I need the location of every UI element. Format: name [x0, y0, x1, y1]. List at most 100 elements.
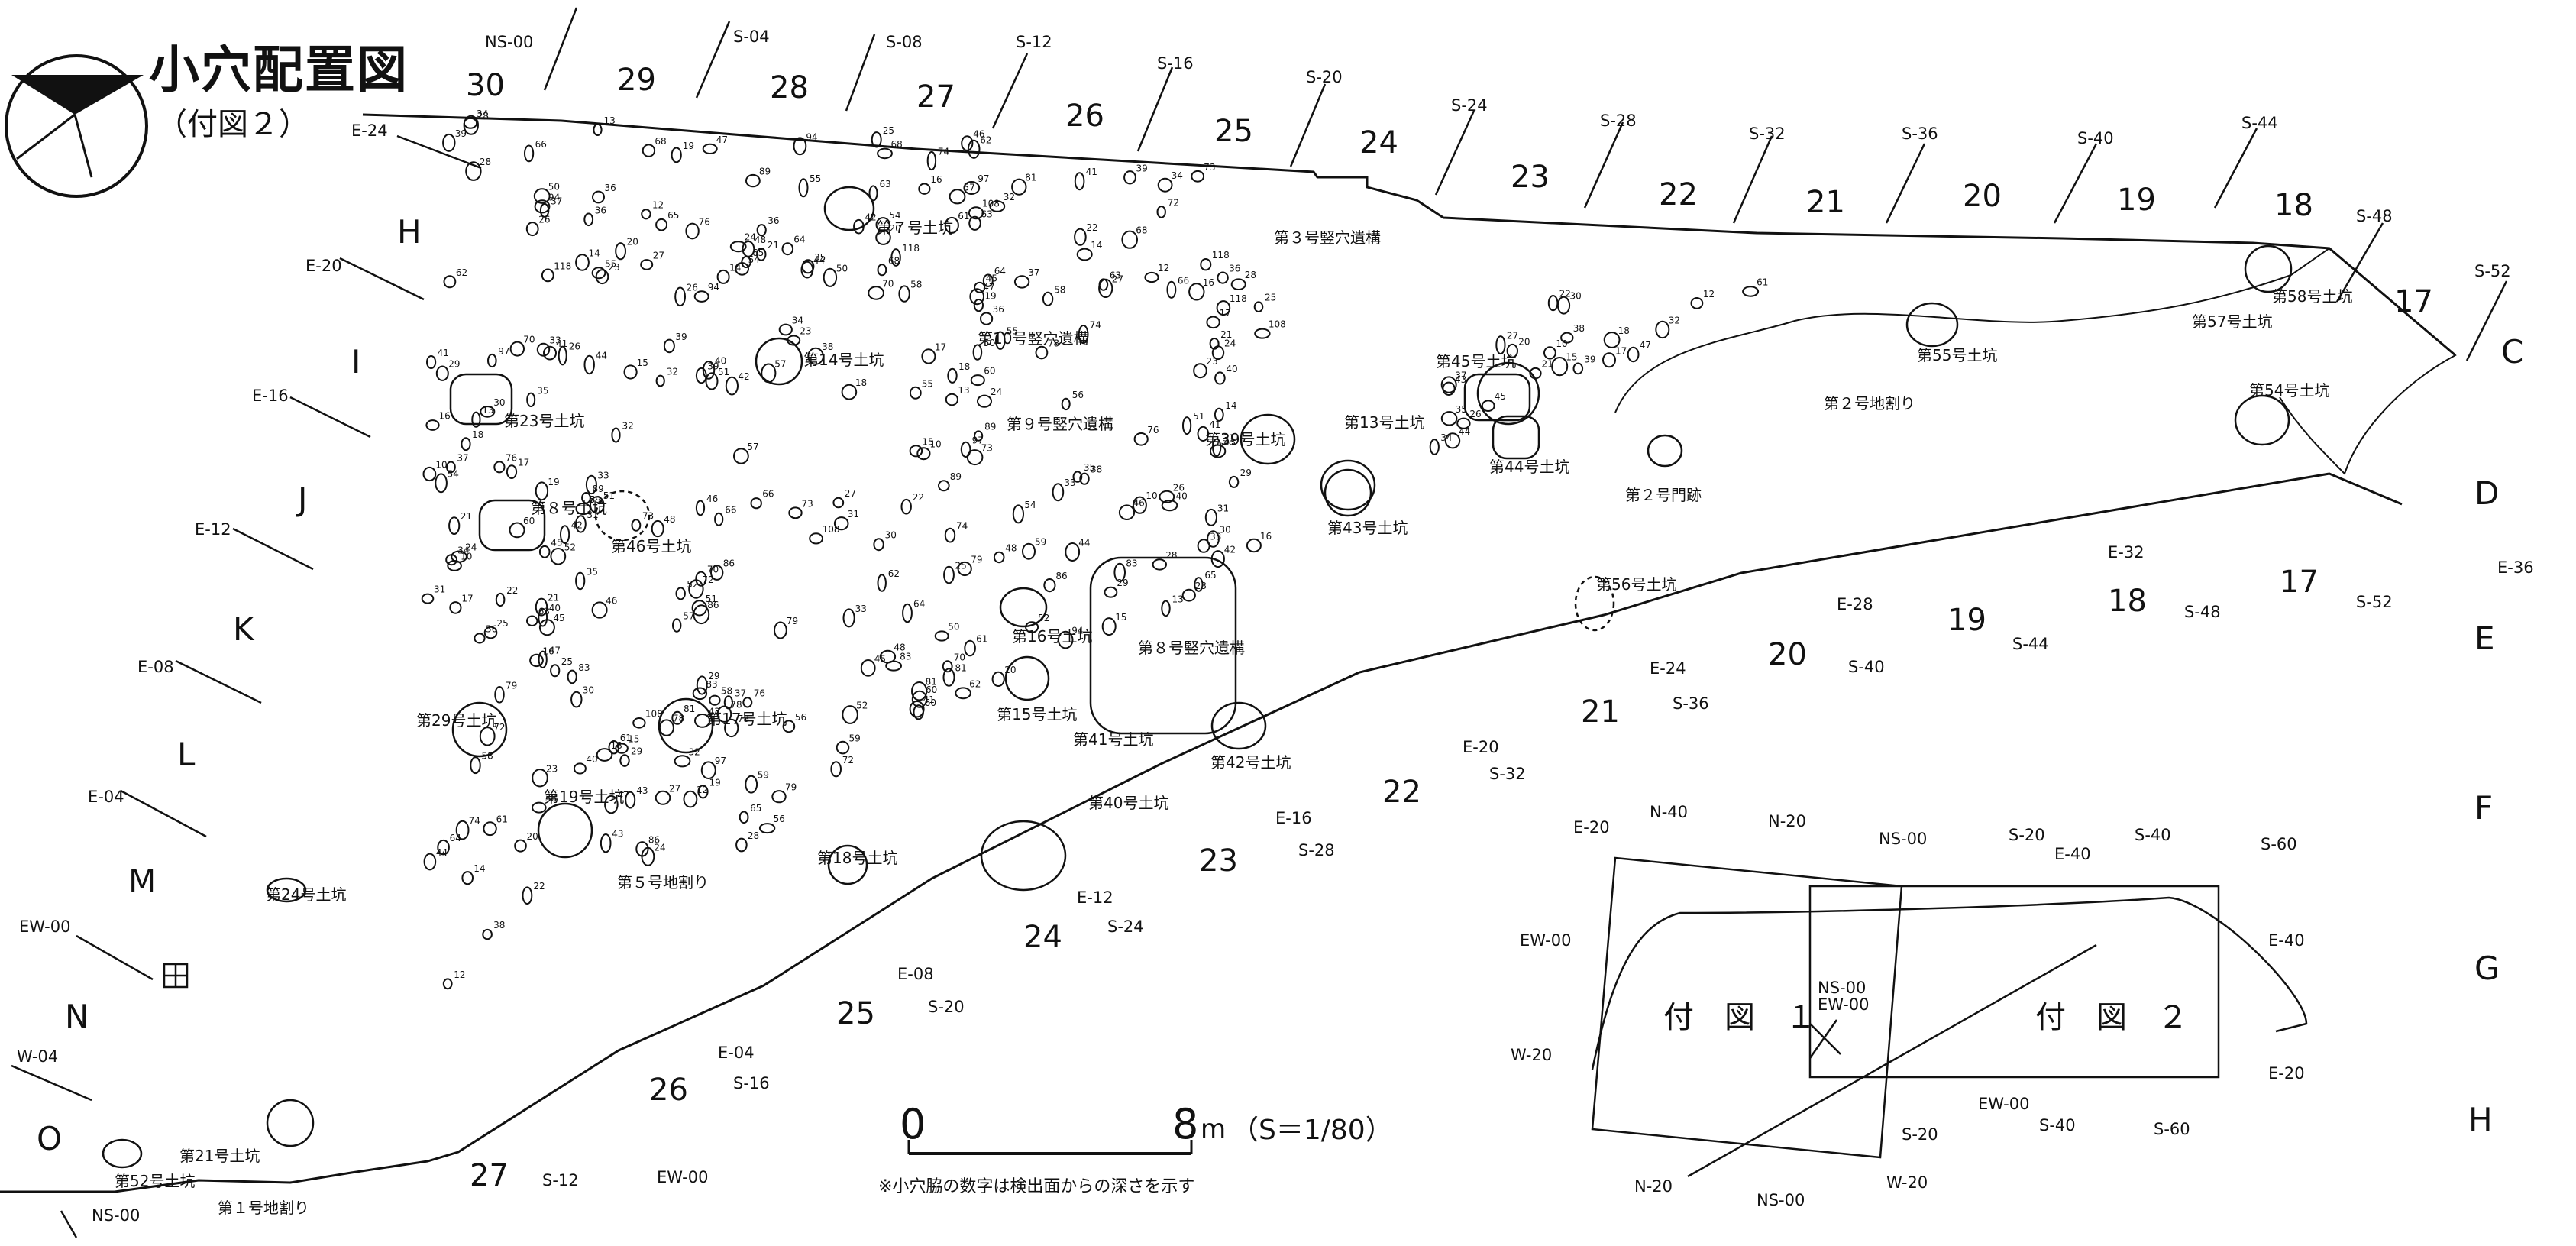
pit — [692, 687, 708, 701]
pit-depth-label: 36 — [1229, 264, 1240, 274]
pit — [535, 481, 549, 501]
pit-depth-label: 32 — [1669, 315, 1680, 325]
index-sheet2-label: 付 図 ２ — [2035, 1000, 2188, 1035]
pit-depth-label: 74 — [469, 816, 480, 827]
pit — [774, 621, 787, 639]
pit — [632, 717, 646, 729]
pit-depth-label: 76 — [754, 688, 765, 698]
index-coord-label: S-60 — [2261, 835, 2297, 853]
pit-depth-label: 108 — [1269, 319, 1286, 330]
coord-label: S-04 — [733, 28, 770, 46]
pit — [442, 133, 456, 152]
pit — [982, 273, 994, 287]
feature-label: 第14号土坑 — [803, 351, 884, 369]
pit — [1560, 332, 1574, 344]
pit — [942, 660, 953, 673]
pit-depth-label: 33 — [1064, 477, 1075, 488]
pit — [911, 690, 928, 708]
feature-label: 第３号竪穴遺構 — [1274, 228, 1381, 247]
feature-label: 第57号土坑 — [2192, 312, 2272, 331]
pit — [423, 853, 437, 871]
pit-depth-label: 43 — [1455, 374, 1466, 385]
pit — [970, 374, 985, 387]
pit — [716, 705, 732, 723]
feature-label: 第52号土坑 — [115, 1172, 195, 1190]
pit-depth-label: 61 — [496, 814, 508, 825]
pit-depth-label: 118 — [902, 243, 920, 254]
pit — [526, 392, 536, 407]
pit-depth-label: 28 — [748, 830, 759, 841]
pit-depth-label: 89 — [759, 167, 771, 177]
pit — [575, 254, 590, 271]
pit — [1253, 301, 1264, 313]
pit — [964, 639, 976, 657]
pit — [1197, 539, 1210, 553]
grid-number-bottom: 22 — [1382, 775, 1421, 810]
pit-depth-label: 16 — [1260, 531, 1272, 542]
pit-depth-label: 14 — [729, 262, 741, 273]
pit — [1159, 490, 1175, 503]
pit-depth-label: 79 — [971, 555, 982, 565]
pit — [714, 512, 724, 526]
pit-depth-label: 15 — [1566, 352, 1577, 363]
coord-label: S-20 — [1306, 68, 1343, 86]
pit — [968, 215, 981, 231]
pit — [947, 367, 958, 384]
pit-depth-label: 56 — [1072, 390, 1084, 400]
pit — [1035, 345, 1049, 360]
pit-depth-label: 97 — [715, 756, 726, 766]
pit — [1012, 504, 1025, 524]
pit — [972, 344, 983, 361]
pit — [1057, 630, 1074, 649]
row-letter: O — [37, 1120, 62, 1157]
pit — [733, 448, 749, 464]
coord-label: S-40 — [2077, 129, 2114, 147]
pit — [705, 372, 719, 390]
pit-depth-label: 41 — [556, 338, 567, 349]
pit-depth-label: 81 — [1025, 173, 1036, 183]
pit-depth-label: 94 — [708, 282, 719, 293]
row-letter: K — [233, 610, 255, 648]
pit-depth-label: 41 — [1209, 419, 1220, 430]
pit-depth-label: 86 — [648, 834, 660, 845]
pit-depth-label: 59 — [590, 494, 601, 505]
pit — [494, 686, 505, 704]
feature-label: 第58号土坑 — [2272, 287, 2352, 306]
pit — [702, 361, 716, 380]
row-letter-right: H — [2468, 1101, 2493, 1138]
row-letter: J — [296, 481, 307, 518]
pit-depth-label: 57 — [683, 611, 694, 622]
pit-depth-label: 40 — [1176, 491, 1188, 502]
coord-label-bottom: S-24 — [1107, 918, 1144, 936]
pit-depth-label: 65 — [752, 248, 764, 258]
pit-depth-label: 57 — [774, 358, 786, 369]
pit-depth-label: 61 — [1757, 277, 1768, 288]
pit — [1200, 258, 1212, 271]
pit-depth-label: 61 — [976, 634, 987, 645]
pit — [980, 312, 994, 325]
pit — [909, 445, 923, 458]
pit — [675, 587, 686, 600]
pit — [830, 761, 842, 778]
pit-depth-label: 14 — [1225, 400, 1236, 411]
coord-label-bottom: E-28 — [1837, 595, 1873, 613]
pit — [716, 269, 730, 284]
pit-depth-label: 21 — [461, 511, 472, 522]
feature-label: 第２号地割り — [1824, 394, 1915, 413]
pit-depth-label: 19 — [709, 777, 721, 788]
pit — [1207, 530, 1220, 548]
pit-depth-label: 17 — [518, 458, 529, 468]
pit — [1076, 248, 1093, 261]
pit — [474, 633, 486, 644]
pit — [809, 532, 823, 545]
pit — [696, 675, 708, 695]
grid-ticks — [11, 7, 2508, 1238]
pit — [1440, 411, 1458, 426]
pit-depth-label: 25 — [883, 125, 894, 136]
pit-depth-label: 14 — [474, 863, 485, 874]
pit-depth-label: 97 — [498, 346, 509, 357]
pit — [479, 727, 496, 746]
feature-label: 第７号土坑 — [877, 218, 953, 237]
pit — [1156, 206, 1166, 218]
coord-label-bottom: S-52 — [2356, 593, 2393, 611]
